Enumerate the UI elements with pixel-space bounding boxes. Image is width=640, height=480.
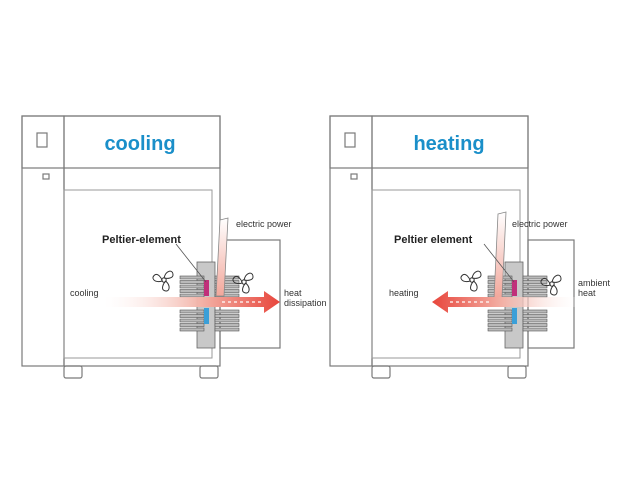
heat-label-line1: heat [284, 288, 302, 298]
peltier-element-hot [204, 280, 209, 296]
fins-lower-left [179, 309, 205, 332]
cooling-title: cooling [104, 133, 175, 155]
electric-power-label: electric power [236, 219, 292, 229]
peltier-label: Peltier element [394, 234, 473, 246]
foot-left [63, 365, 83, 379]
foot-left [371, 365, 391, 379]
cabinet-door-left [329, 115, 373, 367]
fan-icon-inner [151, 270, 174, 293]
peltier-leader-line [175, 243, 207, 283]
peltier-element-cold [512, 308, 517, 324]
fins-upper-left [179, 275, 205, 298]
hinge-icon [350, 173, 358, 180]
heat-flow-arrow [432, 291, 576, 313]
heat-flow-arrow [104, 291, 280, 313]
control-panel-icon [344, 132, 356, 148]
heating-panel: heating Peltier element electric power h… [329, 115, 611, 379]
inner-chamber [63, 189, 213, 359]
electric-power-wire [215, 217, 229, 297]
peltier-leader-line [483, 243, 515, 283]
fan-icon-inner [459, 270, 482, 293]
cabinet-door-left [21, 115, 65, 367]
heat-label-line2: dissipation [284, 298, 327, 308]
inside-label: cooling [70, 288, 99, 298]
fins-lower-right [522, 309, 548, 332]
cooling-panel: cooling Peltier-element electric power c… [21, 115, 327, 379]
foot-right [507, 365, 527, 379]
fins-lower-left [487, 309, 513, 332]
inside-label: heating [389, 288, 419, 298]
control-panel-icon [36, 132, 48, 148]
foot-right [199, 365, 219, 379]
fins-lower-right [214, 309, 240, 332]
peltier-label: Peltier-element [102, 234, 181, 246]
ambient-heat-label-line1: ambient [578, 278, 611, 288]
peltier-element-hot [512, 280, 517, 296]
electric-power-label: electric power [512, 219, 568, 229]
heating-title: heating [413, 133, 484, 155]
ambient-heat-label-line2: heat [578, 288, 596, 298]
peltier-element-cold [204, 308, 209, 324]
hinge-icon [42, 173, 50, 180]
